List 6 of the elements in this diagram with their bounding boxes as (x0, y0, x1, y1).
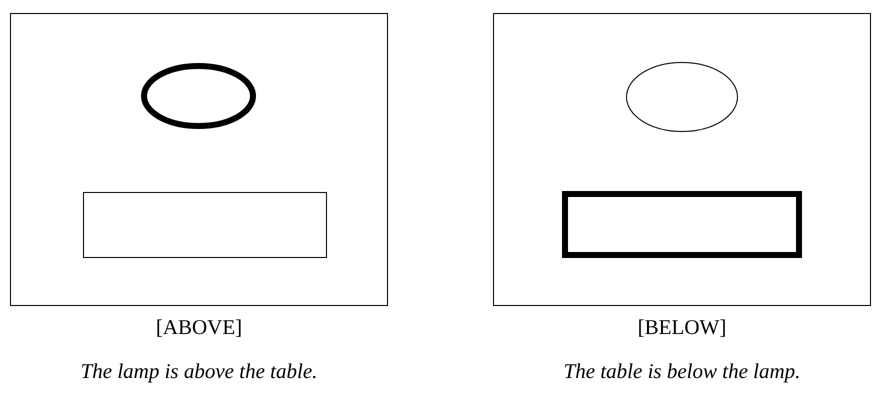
panel-caption: The lamp is above the table. (80, 359, 318, 383)
panel-caption: The table is below the lamp. (562, 359, 802, 383)
table-rectangle (83, 192, 327, 258)
table-rectangle (562, 191, 802, 258)
panel-heading: [BELOW] (636, 315, 728, 339)
panel-heading: [ABOVE] (154, 315, 244, 339)
